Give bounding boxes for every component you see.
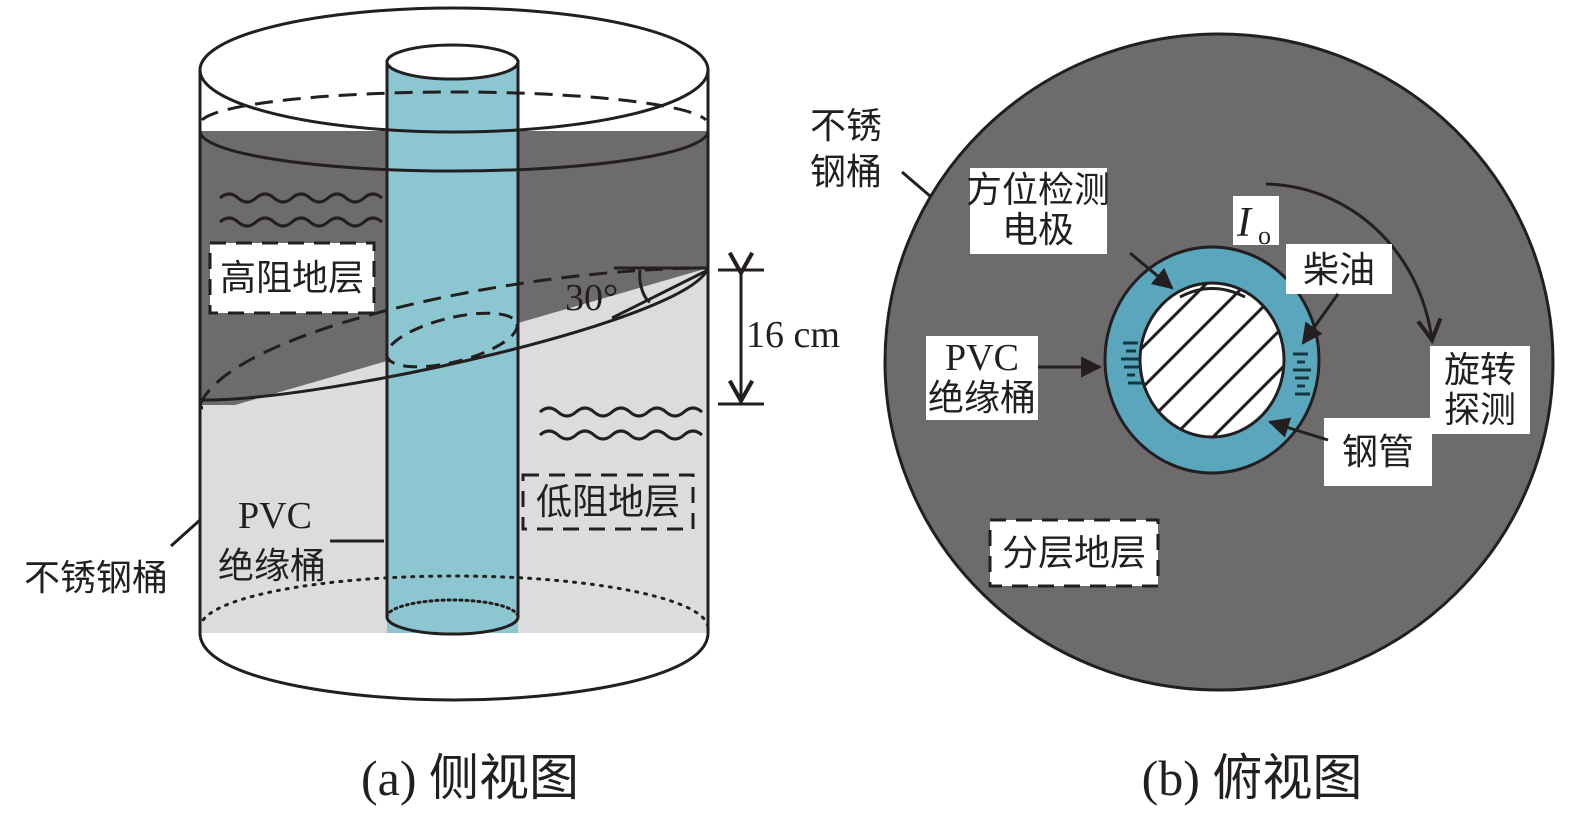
electrode-label-line1: 方位检测 — [966, 170, 1110, 211]
top-steel-bucket-label-line2: 钢桶 — [810, 152, 882, 193]
outer-bucket-bottom — [198, 632, 710, 702]
steel-pipe-label-box — [1324, 418, 1432, 486]
high-layer-wave-icon — [219, 192, 383, 228]
diesel-marks-left — [1121, 341, 1143, 385]
rotation-label-line2: 探测 — [1444, 390, 1516, 431]
electrode-arrow — [1129, 251, 1174, 290]
electrode-arc — [1179, 287, 1246, 299]
rotation-label-line1: 旋转 — [1444, 350, 1516, 391]
interface-back-dashed — [198, 266, 709, 406]
side-pvc-label-line2: 绝缘桶 — [218, 546, 326, 587]
electrode-label-line2: 电极 — [1002, 210, 1074, 251]
side-view-caption: (a) 侧视图 — [361, 750, 579, 806]
pvc-tube-top — [385, 43, 520, 81]
rotation-arrow — [1265, 182, 1443, 345]
angle-arc — [638, 269, 651, 304]
low-layer-label: 低阻地层 — [536, 482, 680, 523]
high-layer-label-box — [208, 241, 376, 315]
current-subscript: o — [1258, 221, 1271, 250]
current-label-box — [1233, 196, 1279, 245]
liquid-surface-back — [200, 90, 708, 122]
angle-slope-line — [611, 268, 709, 320]
steel-pipe-arrow — [1267, 417, 1329, 442]
top-pvc-label-line1: PVC — [945, 337, 1019, 379]
rotation-label-box — [1430, 346, 1530, 434]
top-view: 不锈 钢桶 方位检测 电极 I o 柴油 PVC 绝缘桶 旋转 探测 钢管 分 — [810, 32, 1555, 806]
current-symbol: I — [1236, 200, 1253, 246]
pvc-tube-bottom-fill — [387, 600, 518, 634]
height-label: 16 cm — [746, 314, 840, 356]
bottom-dotted-ellipse — [198, 574, 710, 630]
top-pvc-label-line2: 绝缘桶 — [928, 378, 1036, 419]
angle-label: 30° — [565, 277, 618, 319]
pvc-tube-bottom-back — [385, 598, 520, 619]
top-steel-bucket-label-line1: 不锈 — [810, 106, 882, 147]
diesel-label-box — [1286, 244, 1392, 294]
diesel-label: 柴油 — [1303, 250, 1375, 291]
low-layer-label-box — [521, 473, 695, 531]
diesel-arrow — [1301, 293, 1340, 345]
electrode-label-box — [970, 168, 1107, 254]
low-layer-wave-icon — [539, 406, 703, 441]
layered-label-box — [988, 518, 1160, 588]
side-view: 高阻地层 低阻地层 30° 16 cm PVC 绝缘桶 不锈钢桶 (a) 侧视图 — [24, 6, 840, 806]
pvc-tube-bottom-front — [385, 616, 520, 636]
steel-pipe-label: 钢管 — [1342, 432, 1414, 473]
side-steel-bucket-label: 不锈钢桶 — [24, 558, 168, 599]
side-steel-bucket-leader — [169, 518, 202, 548]
top-steel-bucket-leader — [901, 170, 931, 198]
liquid-surface-front — [198, 130, 710, 173]
layered-label: 分层地层 — [1002, 533, 1146, 574]
diesel-marks-right — [1293, 352, 1311, 396]
side-pvc-label-line1: PVC — [238, 495, 312, 537]
high-layer-label: 高阻地层 — [220, 258, 364, 299]
top-view-caption: (b) 俯视图 — [1142, 750, 1363, 806]
top-pvc-label-box — [926, 336, 1038, 420]
